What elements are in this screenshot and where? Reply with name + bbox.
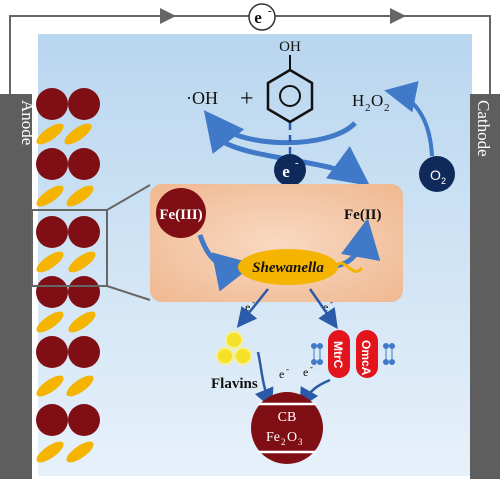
anode-nanoparticle: [68, 336, 100, 368]
svg-text:-: -: [330, 297, 333, 307]
svg-text:MtrC: MtrC: [331, 341, 345, 369]
anode-bacterium: [66, 441, 94, 463]
anode-biofilm-layer: [36, 88, 100, 463]
hematite-formula: Fe 2 O 3: [266, 430, 303, 447]
zoom-guide-lines: [106, 184, 151, 301]
shewanella-bacterium: Shewanella: [238, 249, 364, 285]
anode-bacterium: [64, 123, 92, 145]
anode-nanoparticle: [36, 404, 68, 436]
oxygen-to-peroxide-arrow: [384, 81, 434, 157]
circuit-electron-sup: -: [268, 5, 272, 17]
electron-to-flavins-arrow: [236, 288, 269, 328]
anode-nanoparticle: [36, 336, 68, 368]
oxygen-molecule-badge: O 2: [419, 156, 455, 192]
cell-membrane-lipids: [311, 343, 395, 365]
electron-to-cytochromes-arrow: [308, 288, 338, 330]
lipid-head: [383, 343, 389, 349]
svg-text:3: 3: [298, 437, 303, 447]
flavin-electron-label: e -: [279, 364, 289, 381]
svg-text:2: 2: [281, 437, 286, 447]
flavins-label: Flavins: [211, 376, 258, 392]
anode-bacterium: [36, 123, 64, 145]
anode-bacterium: [36, 375, 64, 397]
lipid-head: [311, 343, 317, 349]
lipid-head: [389, 343, 395, 349]
svg-text:Fe(III): Fe(III): [159, 207, 202, 223]
plus-sign: +: [240, 86, 254, 112]
anode-nanoparticle: [68, 276, 100, 308]
anode-bacterium: [36, 441, 64, 463]
lipid-head: [383, 359, 389, 365]
svg-text:-: -: [310, 362, 313, 372]
svg-text:-: -: [252, 297, 255, 307]
lipid-head: [311, 359, 317, 365]
fe-iii-particle: Fe(III): [156, 188, 206, 238]
hematite-particle: CB Fe 2 O 3: [251, 392, 323, 464]
lipid-head: [317, 359, 323, 365]
circuit-electron-badge: e -: [248, 3, 276, 31]
anode-nanoparticle: [36, 88, 68, 120]
flavins-cluster: [216, 331, 252, 365]
svg-text:e: e: [282, 162, 290, 181]
svg-text:2: 2: [441, 176, 446, 186]
central-electron-badge: e -: [274, 154, 306, 186]
anode-bacterium: [66, 185, 94, 207]
zoom-box: [31, 209, 108, 287]
anode-bacterium: [36, 311, 64, 333]
anode-bacterium: [66, 375, 94, 397]
shewanella-label: Shewanella: [252, 260, 324, 276]
svg-text:2: 2: [384, 102, 390, 114]
anode-nanoparticle: [68, 148, 100, 180]
fe-ii-label: Fe(II): [344, 207, 382, 223]
svg-text:e: e: [279, 367, 284, 381]
anode-bacterium: [36, 185, 64, 207]
svg-text:OmcA: OmcA: [359, 340, 373, 376]
svg-text:-: -: [286, 364, 289, 374]
svg-text:O: O: [430, 167, 441, 183]
anode-nanoparticle: [36, 216, 68, 248]
peroxide-to-radical-arrow: [203, 110, 357, 154]
anode-nanoparticle: [36, 276, 68, 308]
lipid-head: [317, 343, 323, 349]
mtrc-protein: MtrC: [328, 330, 350, 378]
protein-electron-label: e -: [303, 362, 313, 379]
svg-text:-: -: [295, 157, 299, 169]
lipid-head: [389, 359, 395, 365]
circuit-electron-label: e: [254, 8, 262, 27]
svg-text:2: 2: [365, 102, 371, 114]
cathode-label: Cathode: [474, 100, 493, 157]
svg-text:O: O: [371, 91, 383, 110]
omca-protein: OmcA: [356, 330, 378, 378]
phenol-molecule: OH: [266, 39, 314, 124]
anode-nanoparticle: [36, 148, 68, 180]
svg-text:H: H: [352, 91, 364, 110]
svg-text:O: O: [287, 430, 297, 445]
svg-text:e: e: [303, 365, 308, 379]
conduction-band-label: CB: [278, 410, 297, 425]
anode-bacterium: [68, 251, 96, 273]
svg-text:Fe: Fe: [266, 430, 280, 445]
anode-label: Anode: [18, 100, 37, 145]
anode-bacterium: [68, 311, 96, 333]
cathode-electrode: [470, 94, 500, 479]
hydroxyl-radical-label: ·OH: [186, 88, 218, 108]
anode-nanoparticle: [68, 216, 100, 248]
anode-bacterium: [36, 251, 64, 273]
anode-electrode: [0, 94, 32, 479]
anode-nanoparticle: [68, 88, 100, 120]
anode-nanoparticle: [68, 404, 100, 436]
phenol-hydroxyl-label: OH: [279, 39, 301, 55]
